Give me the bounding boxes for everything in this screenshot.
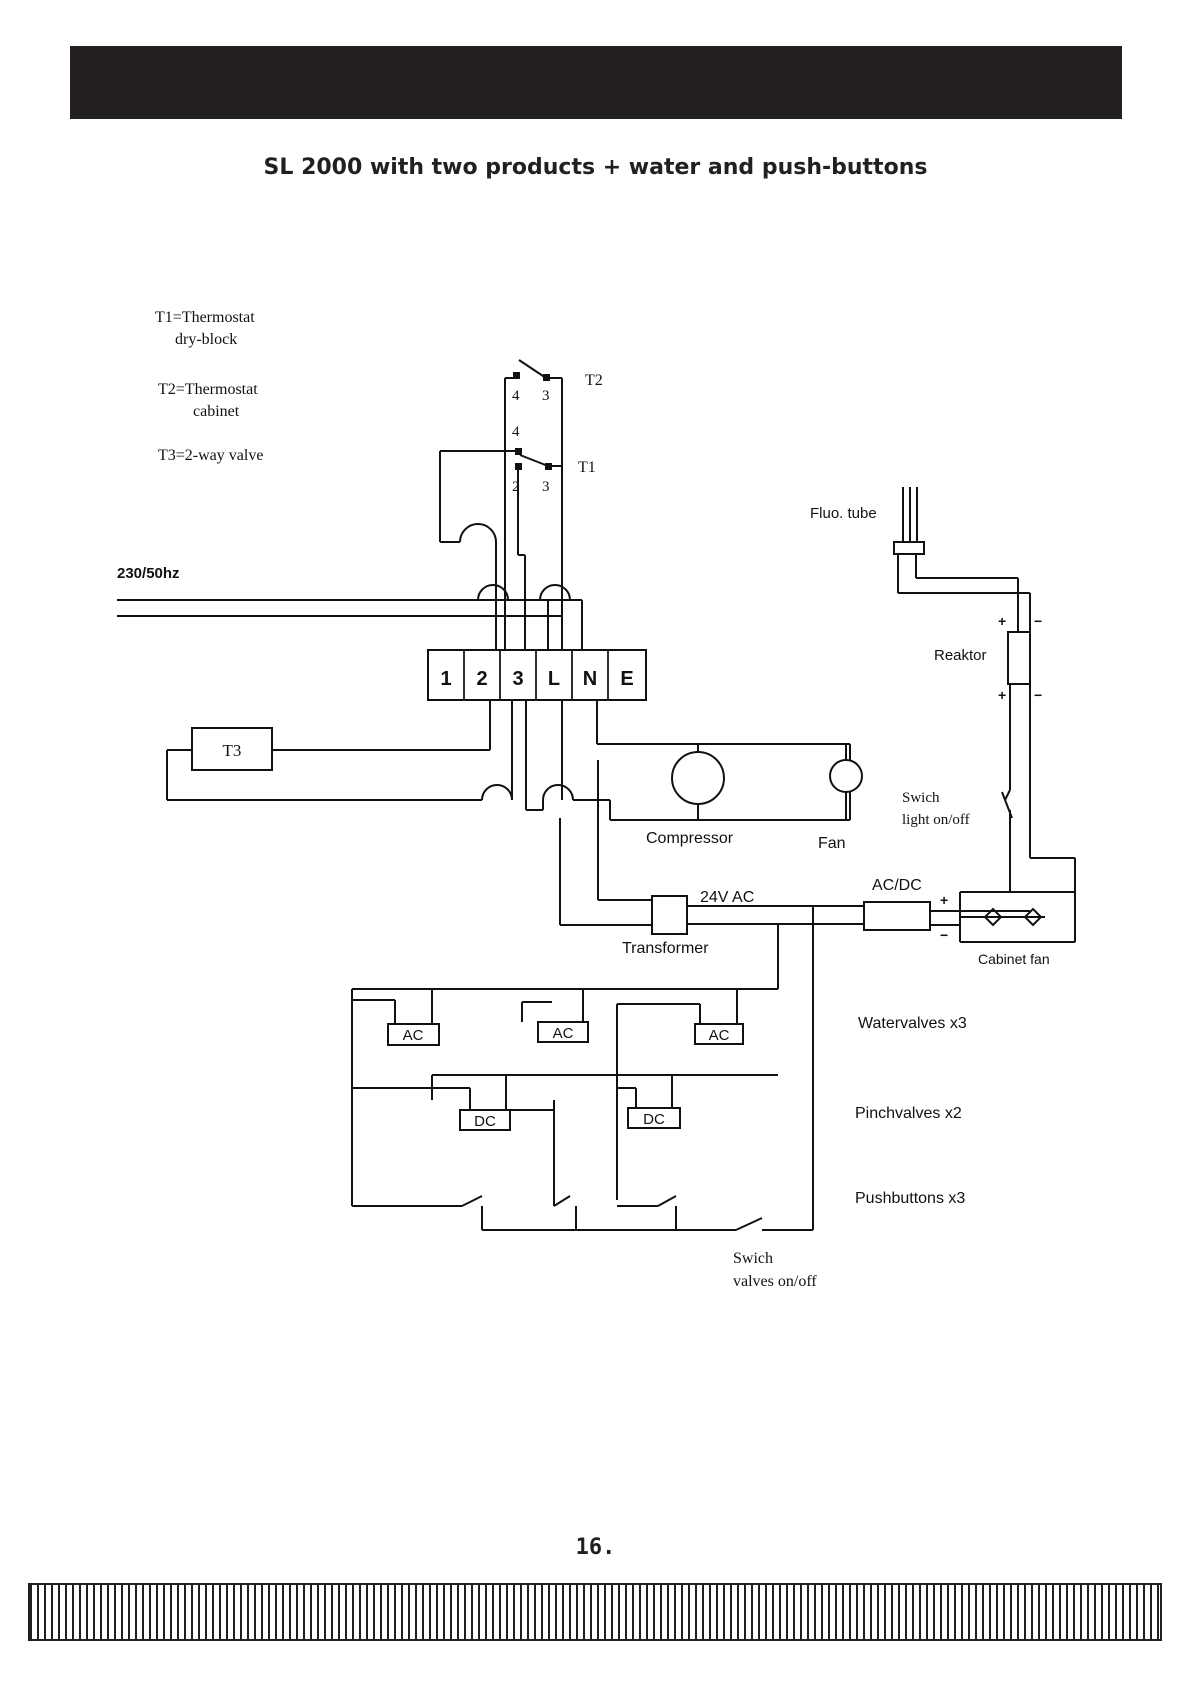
legend-t2-line1: T2=Thermostat [158, 381, 258, 398]
pinchvalve-dc-1-label: DC [474, 1113, 496, 1130]
fluo-tube-label: Fluo. tube [810, 505, 877, 522]
compressor-icon [671, 751, 725, 805]
supply-label: 230/50hz [117, 565, 180, 582]
fan-label: Fan [818, 835, 846, 852]
t3-valve: T3 [166, 700, 513, 801]
thermostat-t1: 4 T1 2 3 [439, 424, 596, 653]
t3-label: T3 [223, 741, 242, 760]
reaktor-plus-bottom: + [998, 687, 1006, 703]
wire-crossover [539, 584, 571, 601]
watervalve-ac-2-label: AC [553, 1025, 574, 1042]
legend-t3: T3=2-way valve [158, 447, 263, 464]
watervalves-label: Watervalves x3 [858, 1015, 967, 1032]
compressor-fan-circuit: Compressor Fan [525, 700, 863, 926]
watervalve-ac-1-label: AC [403, 1027, 424, 1044]
page-number: 16. [575, 1535, 616, 1560]
pinchvalve-dc-2 [627, 1107, 681, 1129]
cabinet-fan-label: Cabinet fan [978, 951, 1050, 967]
pinchvalve-dc-1 [459, 1109, 511, 1131]
pinchvalve-dc-2-label: DC [643, 1111, 665, 1128]
reaktor-minus-bottom: − [1034, 687, 1042, 703]
acdc-label: AC/DC [872, 877, 922, 894]
terminal-e: E [620, 668, 633, 690]
acdc-minus: − [940, 927, 948, 943]
switch-light-line1: Swich [902, 790, 940, 806]
reaktor-minus-top: − [1034, 613, 1042, 629]
transformer: Transformer 24V AC [622, 889, 864, 957]
switch-light-line2: light on/off [902, 812, 970, 828]
footer-bar [28, 1583, 1162, 1641]
terminal-3: 3 [512, 668, 523, 690]
t1-pin-2: 2 [512, 479, 520, 495]
terminal-1: 1 [440, 668, 451, 690]
header-bar [70, 46, 1122, 119]
legend-t2-line2: cabinet [193, 403, 240, 420]
t1-pin-3: 3 [542, 479, 550, 495]
watervalve-ac-3-label: AC [709, 1027, 730, 1044]
transformer-label: Transformer [622, 940, 709, 957]
switch-valves-line1: Swich [733, 1250, 773, 1267]
acdc-icon [863, 901, 931, 931]
page-title: SL 2000 with two products + water and pu… [263, 155, 928, 180]
switch-valves-line2: valves on/off [733, 1273, 817, 1290]
voltage-label: 24V AC [700, 889, 754, 906]
cabinet-fan: Cabinet fan [959, 857, 1076, 967]
compressor-label: Compressor [646, 830, 734, 847]
reaktor-icon [1007, 631, 1031, 685]
watervalve-ac-3 [694, 1023, 744, 1045]
terminal-2: 2 [476, 668, 487, 690]
watervalve-ac-2 [537, 1021, 589, 1043]
pushbuttons-label: Pushbuttons x3 [855, 1190, 965, 1207]
terminal-block: 1 2 3 L N E [427, 649, 647, 701]
acdc-plus: + [940, 892, 948, 908]
transformer-icon [651, 895, 688, 935]
acdc-converter: AC/DC + − [863, 877, 1030, 943]
thermostat-t2: T2 4 3 [504, 359, 603, 655]
valve-network: AC AC AC DC DC [351, 906, 814, 1231]
pinchvalves-label: Pinchvalves x2 [855, 1105, 962, 1122]
fan-icon [829, 759, 863, 793]
wire-crossover [477, 584, 509, 601]
t2-pin-4: 4 [512, 388, 520, 404]
terminal-l: L [548, 668, 560, 690]
reaktor: Reaktor + − + − [934, 613, 1042, 892]
reaktor-plus-top: + [998, 613, 1006, 629]
fluo-tube-icon [893, 541, 925, 555]
t1-pin-4: 4 [512, 424, 520, 440]
terminal-n: N [583, 668, 597, 690]
t2-label: T2 [585, 372, 603, 389]
t1-label: T1 [578, 459, 596, 476]
t2-pin-3: 3 [542, 388, 550, 404]
reaktor-label: Reaktor [934, 647, 987, 664]
legend-t1-line1: T1=Thermostat [155, 309, 255, 326]
watervalve-ac-1 [387, 1023, 440, 1046]
legend-t1-line2: dry-block [175, 331, 237, 348]
